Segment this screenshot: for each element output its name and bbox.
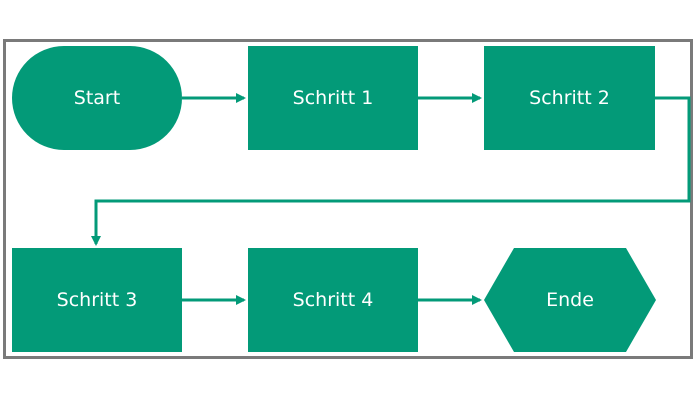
- step3-node-label: Schritt 3: [56, 289, 138, 311]
- step3-node: Schritt 3: [12, 248, 182, 352]
- start-node-label: Start: [73, 87, 121, 109]
- end-node-label: Ende: [546, 289, 594, 311]
- step1-node-label: Schritt 1: [292, 87, 374, 109]
- step4-node-label: Schritt 4: [292, 289, 374, 311]
- end-node: Ende: [484, 248, 656, 352]
- step2-node-label: Schritt 2: [529, 87, 610, 109]
- step1-node: Schritt 1: [248, 46, 418, 150]
- step2-node: Schritt 2: [484, 46, 655, 150]
- arrow-step2-to-step3: [91, 96, 691, 246]
- start-node: Start: [12, 46, 182, 150]
- end-hexagon-shape: [484, 248, 656, 352]
- step4-node: Schritt 4: [248, 248, 418, 352]
